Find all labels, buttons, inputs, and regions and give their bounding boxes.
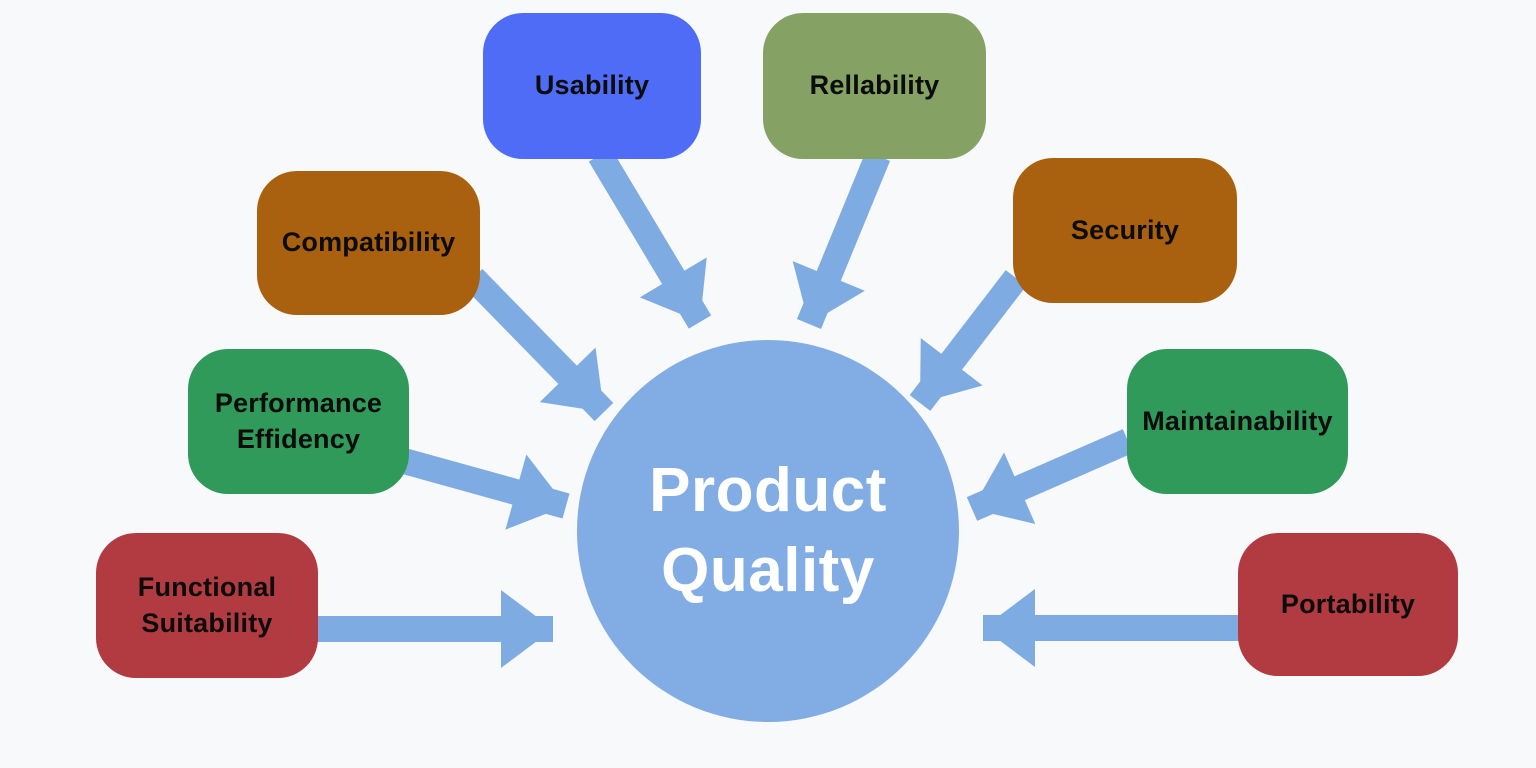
arrow-security bbox=[909, 270, 1027, 411]
node-portability: Portability bbox=[1238, 533, 1458, 676]
node-maintainability: Maintainability bbox=[1127, 349, 1348, 494]
arrow-compatibility bbox=[463, 268, 614, 422]
arrow-rellability bbox=[792, 151, 891, 329]
node-security: Security bbox=[1013, 158, 1237, 303]
node-compatibility-label: Compatibility bbox=[281, 227, 456, 258]
node-security-label: Security bbox=[1070, 214, 1180, 245]
node-functional-suitability-label: Functional Suitability bbox=[137, 571, 277, 638]
node-compatibility: Compatibility bbox=[257, 171, 480, 315]
node-functional-suitability: Functional Suitability bbox=[96, 533, 318, 678]
node-usability-label: Usability bbox=[534, 70, 650, 101]
node-performance-effidency-label: Performance Effidency bbox=[214, 387, 383, 454]
node-rellability-label: Rellability bbox=[809, 70, 940, 101]
center-node-label: Product Quality bbox=[649, 456, 887, 605]
node-portability-label: Portability bbox=[1280, 588, 1416, 619]
node-rellability: Rellability bbox=[763, 13, 986, 159]
node-maintainability-label: Maintainability bbox=[1142, 405, 1333, 436]
arrow-performance-effidency bbox=[400, 448, 570, 530]
node-performance-effidency: Performance Effidency bbox=[188, 349, 409, 494]
center-node-product-quality: Product Quality bbox=[577, 340, 959, 722]
arrow-maintainability bbox=[966, 429, 1134, 524]
arrow-usability bbox=[588, 148, 712, 329]
node-usability: Usability bbox=[483, 13, 701, 159]
